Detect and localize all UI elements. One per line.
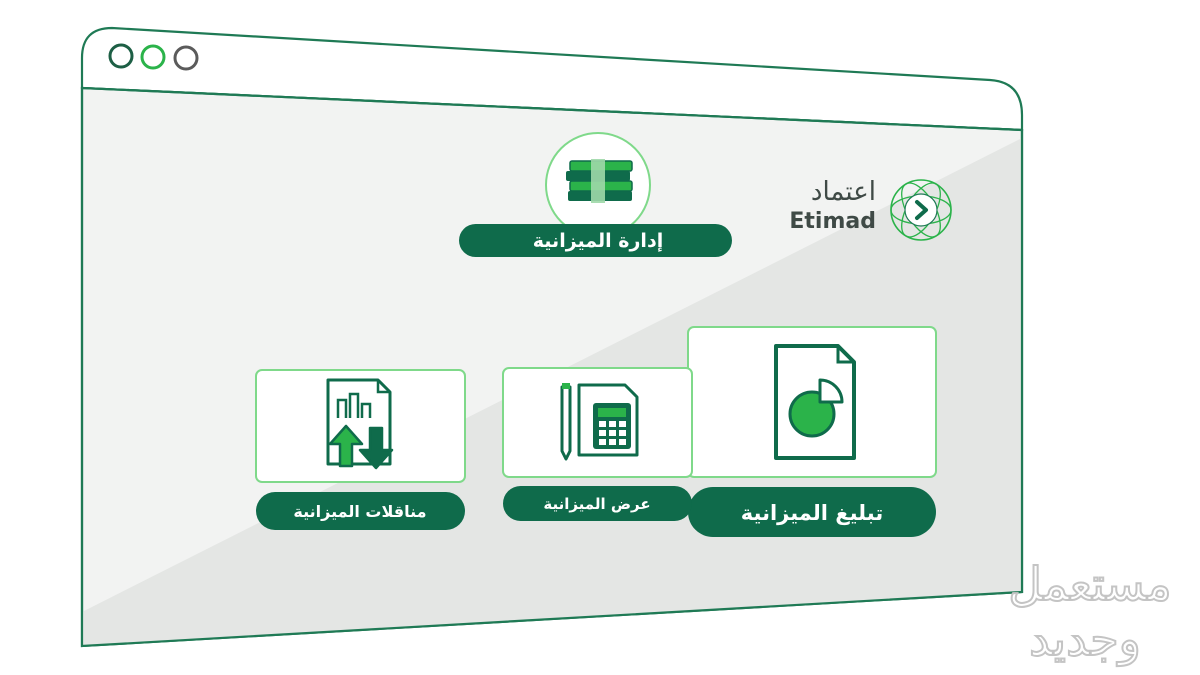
chevron-rosette-icon xyxy=(890,179,952,241)
card-label: تبليغ الميزانية xyxy=(741,501,883,525)
card-budget-view[interactable]: عرض الميزانية xyxy=(502,367,693,521)
close-dot[interactable] xyxy=(108,43,134,69)
money-stack-icon xyxy=(566,159,633,203)
page-title: إدارة الميزانية xyxy=(533,230,663,252)
header-title-pill xyxy=(459,224,732,257)
card-label-pill xyxy=(503,486,692,521)
card-label: عرض الميزانية xyxy=(543,495,650,513)
card-label-pill xyxy=(688,487,936,537)
maximize-dot[interactable] xyxy=(140,44,166,70)
minimize-dot[interactable] xyxy=(173,45,199,71)
report-transfer-arrows-icon xyxy=(326,378,394,470)
pen-calculator-document-icon xyxy=(560,383,639,461)
card-budget-notification[interactable]: تبليغ الميزانية xyxy=(687,326,937,537)
card-label: مناقلات الميزانية xyxy=(293,502,426,521)
watermark-line-2: وجديد xyxy=(1029,612,1141,667)
brand-latin-name: Etimad xyxy=(789,209,876,234)
card-label-pill xyxy=(256,492,465,530)
budget-management-header[interactable]: إدارة الميزانية xyxy=(459,132,732,257)
document-pie-chart-icon xyxy=(774,344,856,460)
watermark: مستعمل وجديد xyxy=(1007,556,1172,668)
brand-logo: اعتماد Etimad xyxy=(789,177,952,241)
watermark-line-1: مستعمل xyxy=(1008,557,1171,611)
window-outline xyxy=(80,86,1024,648)
brand-arabic-name: اعتماد xyxy=(811,177,876,207)
card-budget-transfers[interactable]: مناقلات الميزانية xyxy=(255,369,466,530)
